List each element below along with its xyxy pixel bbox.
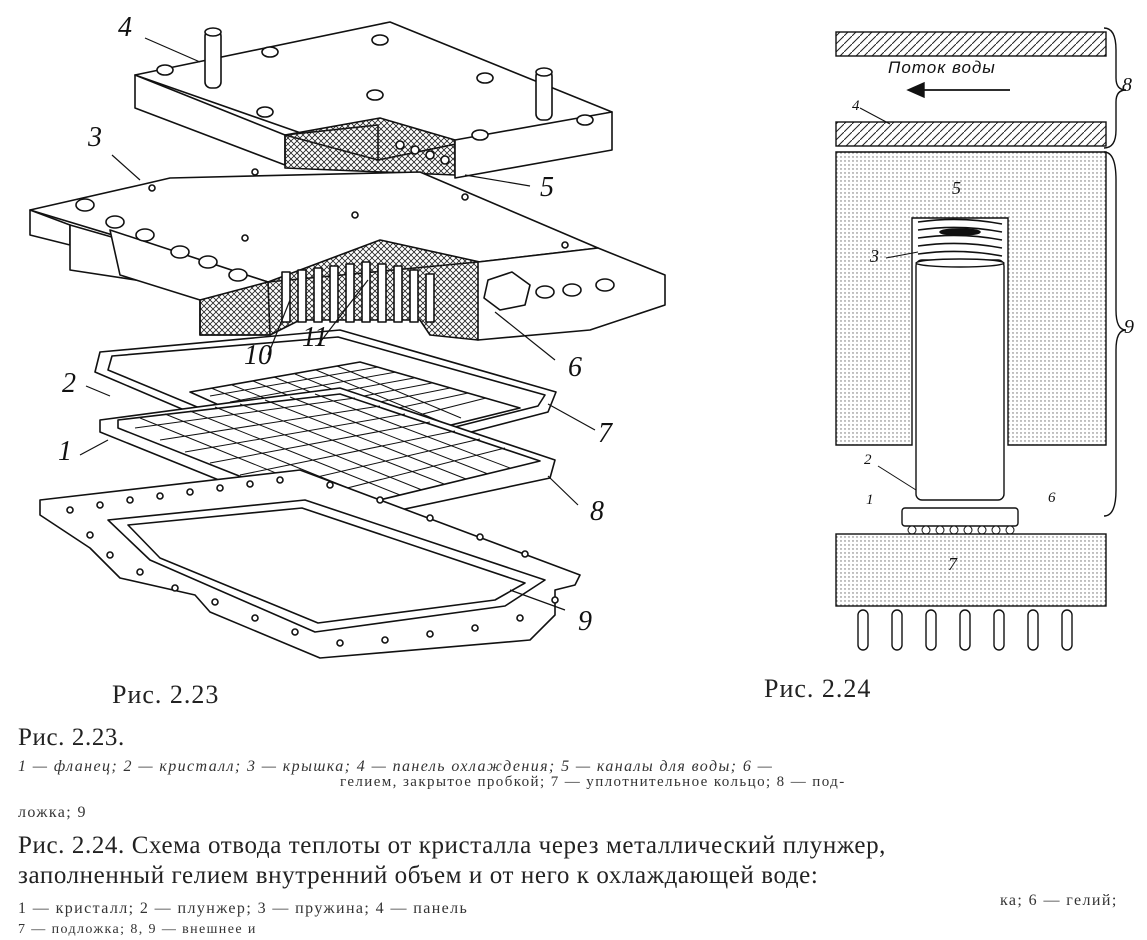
caption-224-line1: Рис. 2.24. Схема отвода теплоты от крист…	[18, 832, 887, 859]
fig224-label-4: 4	[852, 98, 860, 114]
caption-223-line3: ложка; 9	[18, 804, 87, 821]
figure-2-24-caption: Рис. 2.24	[764, 674, 872, 703]
caption-224-line4: 7 — подложка; 8, 9 — внешнее и	[18, 922, 257, 937]
fig224-label-5: 5	[952, 178, 961, 198]
crystal	[901, 507, 1019, 527]
fig223-label-7: 7	[598, 418, 612, 449]
caption-223-title: Рис. 2.23.	[18, 724, 125, 751]
fig224-label-9: 9	[1124, 316, 1134, 338]
helium-volume	[835, 151, 1107, 446]
fig224-label-1: 1	[866, 492, 874, 508]
fig223-label-9: 9	[578, 606, 592, 637]
spring	[917, 218, 1003, 257]
caption-224-line3b: ка; 6 — гелий;	[1000, 892, 1118, 909]
fig223-label-5: 5	[540, 172, 554, 203]
figure-2-23-drawing	[29, 21, 666, 659]
substrate-block	[835, 533, 1107, 607]
fig223-label-11: 11	[302, 322, 328, 353]
flange	[39, 469, 581, 659]
caption-223-line1: 1 — фланец; 2 — кристалл; 3 — крышка; 4 …	[18, 758, 774, 775]
cover	[29, 168, 666, 341]
fig223-label-10: 10	[244, 340, 272, 371]
caption-224-line2: заполненный гелием внутренний объем и от…	[18, 862, 819, 889]
fig224-label-8: 8	[1122, 74, 1132, 96]
fig223-label-6: 6	[568, 352, 582, 383]
panel-hatched	[835, 121, 1107, 147]
fig224-label-6: 6	[1048, 490, 1056, 506]
caption-223-line2: гелием, закрытое пробкой; 7 — уплотнител…	[340, 774, 846, 790]
fig224-label-3: 3	[870, 246, 879, 266]
fig223-label-2: 2	[62, 368, 76, 399]
fig223-label-4: 4	[118, 12, 132, 43]
water-flow-label: Поток воды	[888, 58, 996, 77]
figure-2-24-drawing	[835, 27, 1127, 651]
fig224-label-2: 2	[864, 452, 872, 468]
fig223-label-1: 1	[58, 436, 72, 467]
substrate-pins	[857, 609, 1073, 651]
cooling-panel	[134, 21, 613, 179]
fig223-label-3: 3	[88, 122, 102, 153]
caption-224-line3a: 1 — кристалл; 2 — плунжер; 3 — пружина; …	[18, 900, 469, 917]
fig223-label-8: 8	[590, 496, 604, 527]
upper-wall-hatched	[835, 31, 1107, 57]
fig224-label-7: 7	[948, 554, 957, 574]
plunger	[915, 259, 1005, 501]
sealing-ring	[94, 329, 557, 471]
figure-2-23-caption: Рис. 2.23	[112, 680, 220, 709]
